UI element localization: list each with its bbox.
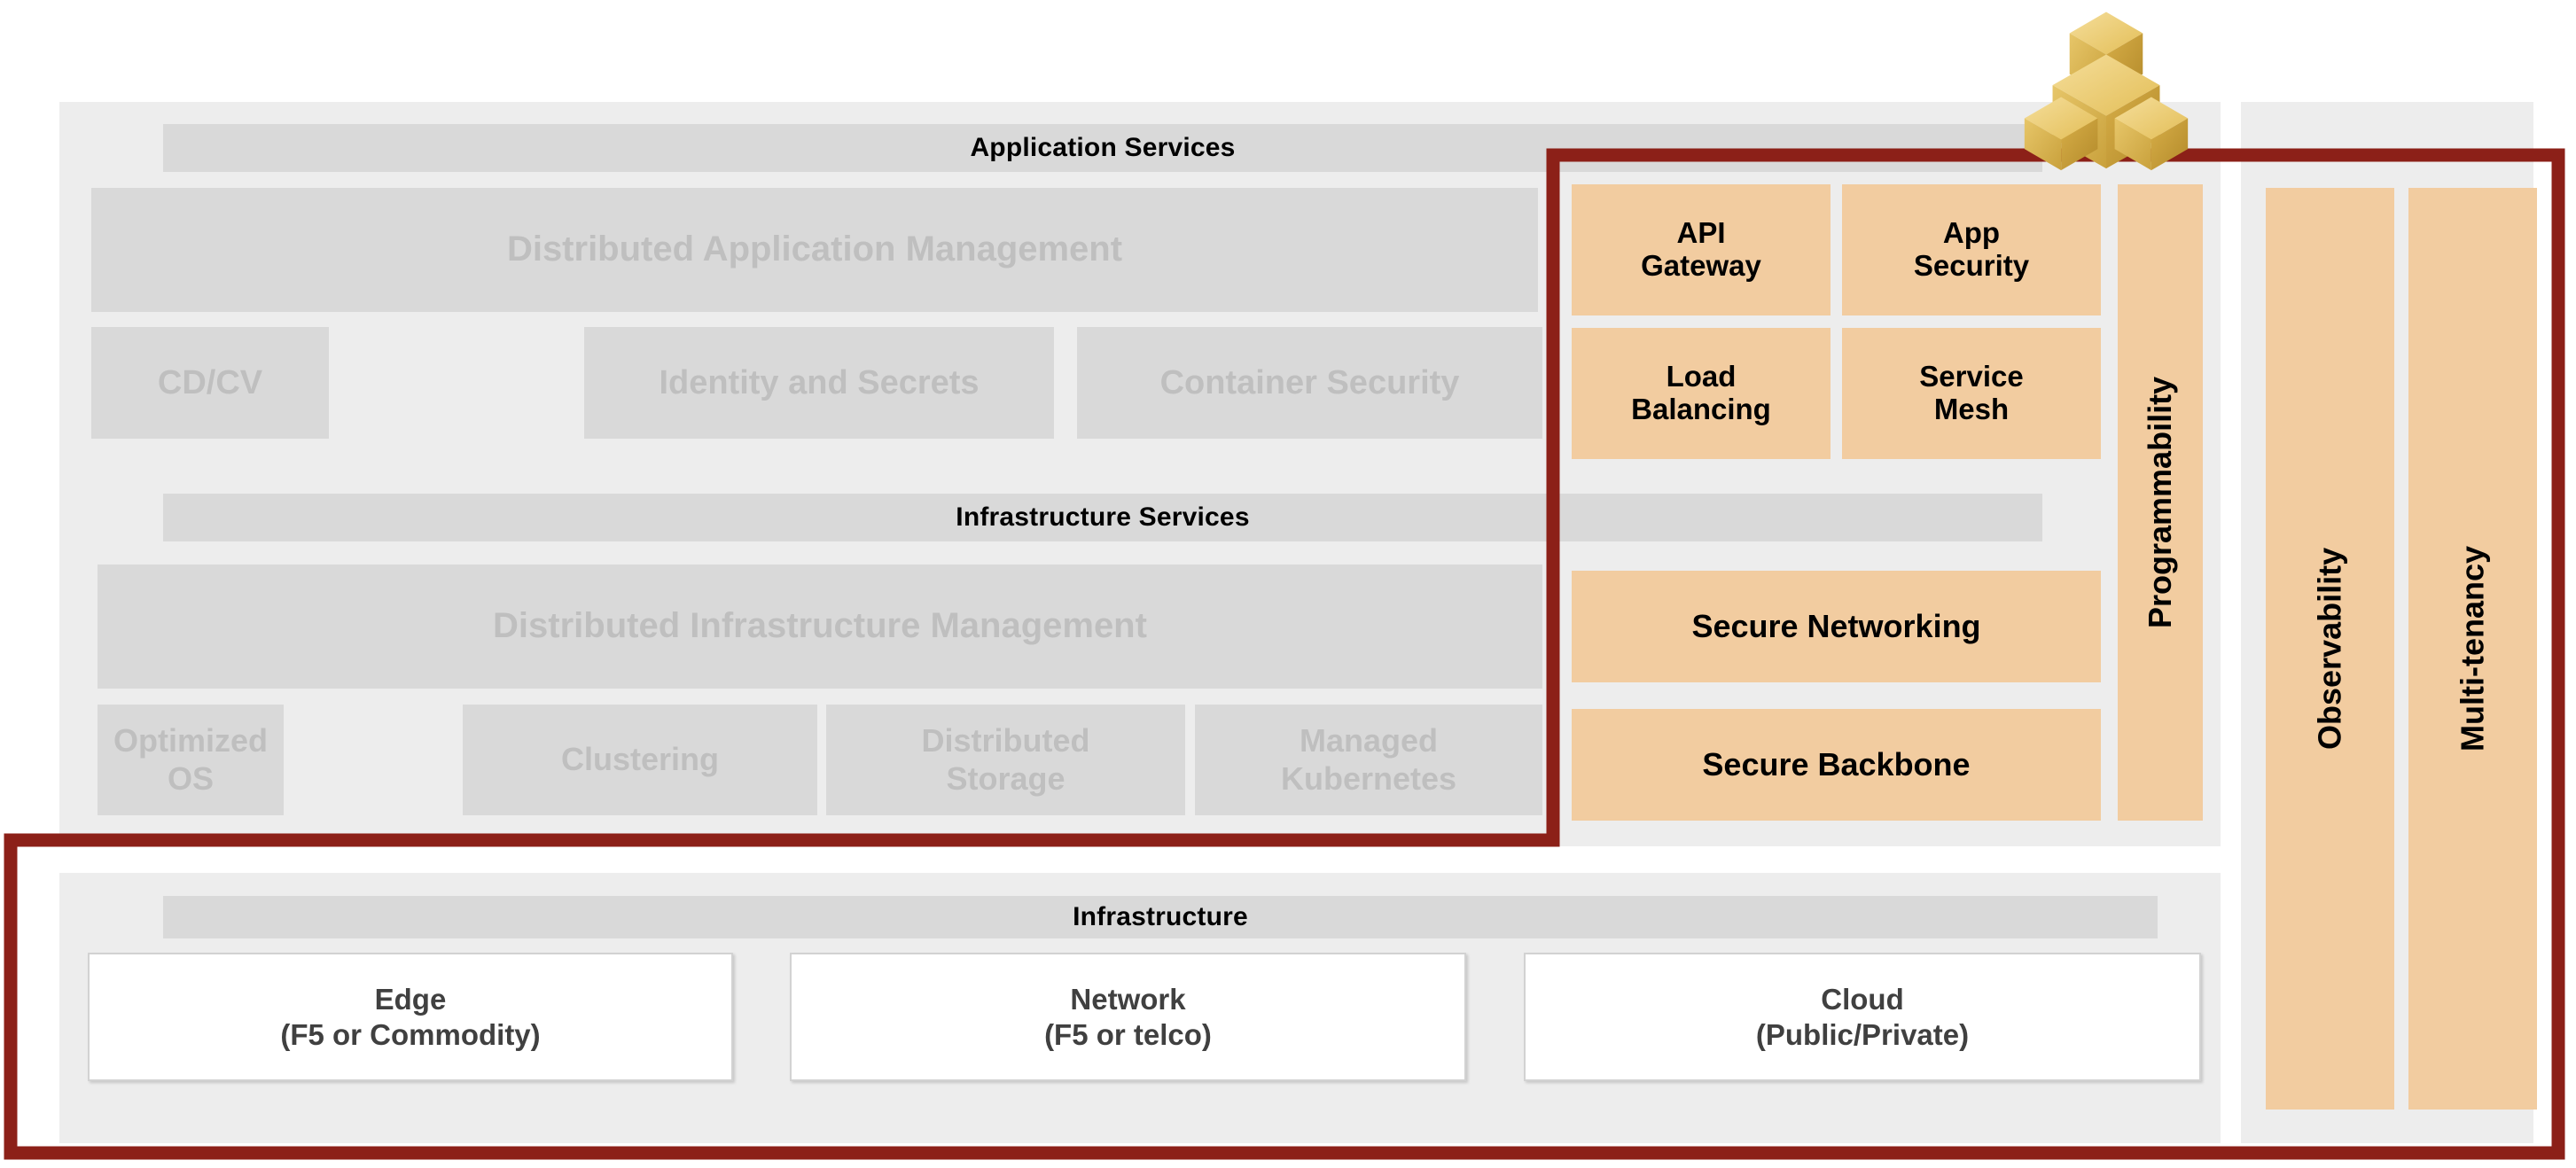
grey-tile-clustering-label: Clustering	[560, 741, 719, 778]
infrastructure-tile-edge-text: Edge (F5 or Commodity)	[280, 982, 540, 1052]
infrastructure-tile-cloud-line1: Cloud	[1821, 982, 1904, 1016]
infrastructure-tile-edge-line1: Edge	[374, 982, 447, 1016]
orange-tile-secure-networking: Secure Networking	[1572, 571, 2101, 682]
infrastructure-tile-cloud: Cloud (Public/Private)	[1524, 953, 2201, 1081]
orange-column-multi-tenancy: Multi-tenancy	[2408, 188, 2537, 1110]
orange-tile-app-security: App Security	[1842, 184, 2101, 315]
orange-tile-service-mesh-label: Service Mesh	[1919, 360, 2024, 425]
distributed-application-management-box: Distributed Application Management	[91, 188, 1538, 312]
grey-tile-distributed-storage-label: Distributed Storage	[921, 722, 1090, 797]
application-services-band: Application Services	[163, 124, 2042, 172]
orange-tile-api-gateway: API Gateway	[1572, 184, 1831, 315]
grey-tile-identity-and-secrets: Identity and Secrets	[584, 327, 1054, 439]
infrastructure-tile-cloud-text: Cloud (Public/Private)	[1756, 982, 1969, 1052]
grey-tile-cd-cv-label: CD/CV	[157, 363, 263, 401]
isometric-cubes-logo	[2024, 12, 2189, 171]
orange-column-programmability: Programmability	[2118, 184, 2203, 821]
orange-tile-load-balancing: Load Balancing	[1572, 328, 1831, 459]
grey-tile-clustering: Clustering	[463, 705, 817, 815]
distributed-infrastructure-management-box: Distributed Infrastructure Management	[98, 565, 1542, 689]
orange-column-observability-label: Observability	[2311, 547, 2348, 751]
infrastructure-tile-cloud-line2: (Public/Private)	[1755, 1017, 1970, 1051]
orange-tile-secure-backbone-label: Secure Backbone	[1702, 745, 1971, 783]
grey-tile-container-security-label: Container Security	[1159, 363, 1460, 401]
infrastructure-tile-network-line1: Network	[1070, 982, 1186, 1016]
infrastructure-services-label: Infrastructure Services	[956, 502, 1250, 532]
grey-tile-optimized-os: Optimized OS	[98, 705, 284, 815]
infrastructure-tile-network: Network (F5 or telco)	[790, 953, 1466, 1081]
orange-tile-api-gateway-label: API Gateway	[1641, 216, 1761, 282]
infrastructure-tile-network-text: Network (F5 or telco)	[1044, 982, 1212, 1052]
orange-tile-load-balancing-label: Load Balancing	[1631, 360, 1771, 425]
grey-tile-managed-kubernetes-label: Managed Kubernetes	[1280, 722, 1457, 797]
orange-tile-secure-backbone: Secure Backbone	[1572, 709, 2101, 821]
orange-column-observability: Observability	[2266, 188, 2394, 1110]
infrastructure-band: Infrastructure	[163, 896, 2158, 938]
distributed-infrastructure-management-label: Distributed Infrastructure Management	[493, 606, 1147, 646]
orange-tile-secure-networking-label: Secure Networking	[1691, 607, 1981, 644]
distributed-application-management-label: Distributed Application Management	[506, 230, 1123, 269]
grey-tile-cd-cv: CD/CV	[91, 327, 329, 439]
infrastructure-services-band: Infrastructure Services	[163, 494, 2042, 541]
orange-tile-app-security-label: App Security	[1913, 216, 2030, 282]
orange-tile-service-mesh: Service Mesh	[1842, 328, 2101, 459]
grey-tile-identity-and-secrets-label: Identity and Secrets	[659, 363, 980, 401]
orange-column-programmability-label: Programmability	[2141, 376, 2178, 629]
infrastructure-band-label: Infrastructure	[1073, 902, 1248, 931]
grey-tile-distributed-storage: Distributed Storage	[826, 705, 1185, 815]
grey-tile-managed-kubernetes: Managed Kubernetes	[1195, 705, 1542, 815]
infrastructure-tile-edge-line2: (F5 or Commodity)	[280, 1017, 541, 1051]
grey-tile-optimized-os-label: Optimized OS	[113, 722, 268, 797]
infrastructure-tile-edge: Edge (F5 or Commodity)	[88, 953, 733, 1081]
grey-tile-container-security: Container Security	[1077, 327, 1542, 439]
infrastructure-tile-network-line2: (F5 or telco)	[1044, 1017, 1212, 1051]
orange-column-multi-tenancy-label: Multi-tenancy	[2454, 546, 2491, 752]
application-services-label: Application Services	[970, 133, 1236, 162]
